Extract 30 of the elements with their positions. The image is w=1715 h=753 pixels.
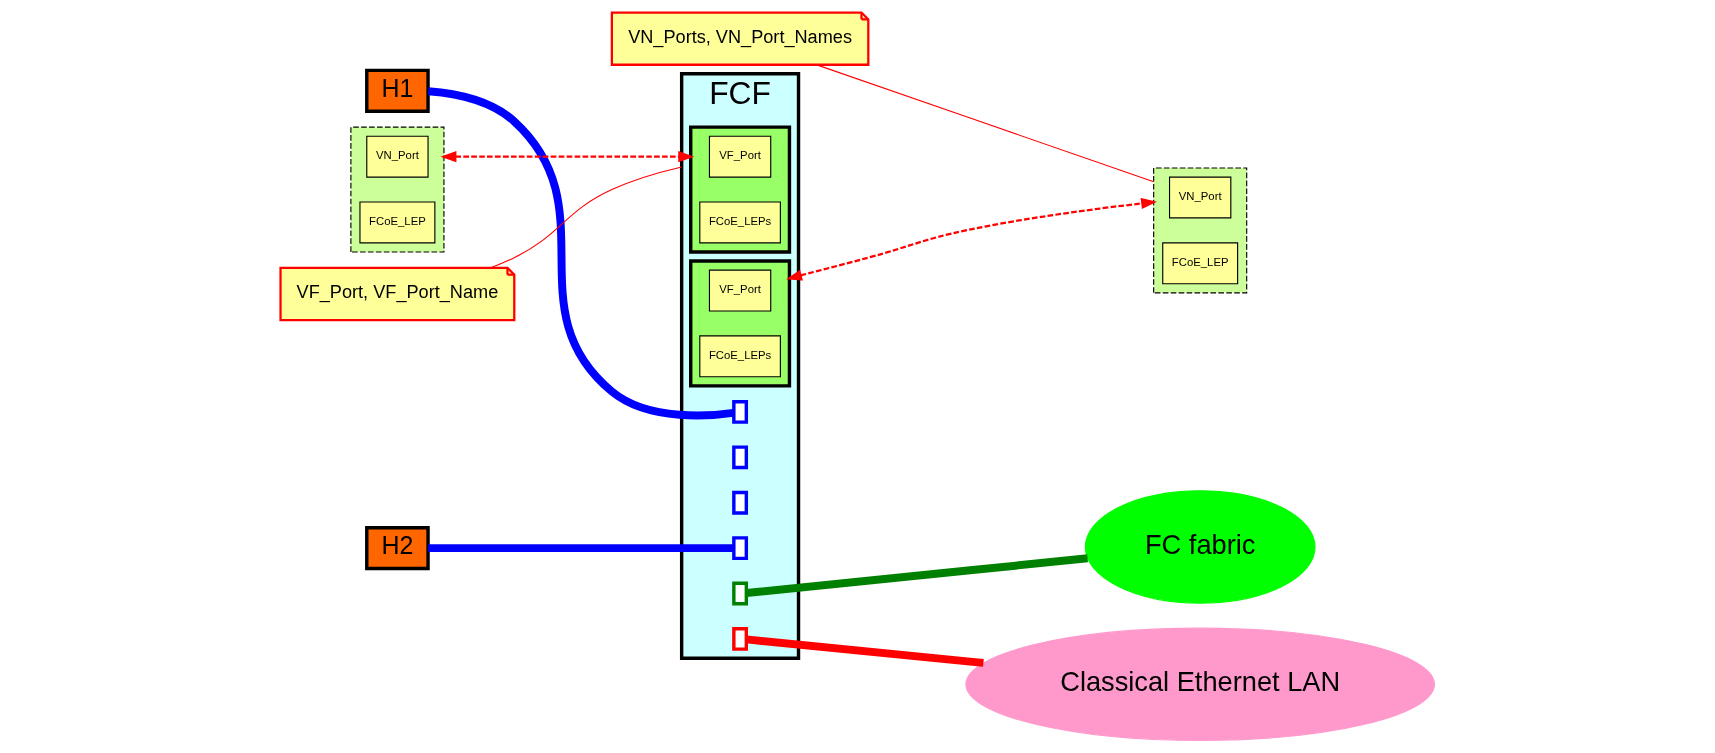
node-box [732, 626, 749, 651]
node-box: VN_Port [1169, 176, 1232, 219]
node-box: FCoE_LEP [359, 201, 436, 244]
connector [490, 166, 683, 269]
node-box: VN_Port [366, 135, 429, 178]
node-box [732, 445, 749, 470]
cluster [350, 126, 445, 253]
node-box [732, 400, 749, 424]
node-box [732, 490, 749, 515]
node-box [732, 536, 749, 561]
connector [428, 544, 734, 553]
connector [427, 87, 734, 420]
cluster [1153, 167, 1248, 294]
node-ellipse: FC fabric [1084, 490, 1316, 604]
cluster [689, 259, 792, 388]
connector [745, 635, 984, 667]
node-box: H2 [365, 526, 430, 571]
arrow [786, 197, 1158, 281]
cluster [689, 125, 792, 254]
node-box [732, 581, 749, 606]
node-box: FCoE_LEP [1162, 242, 1239, 285]
node-box: FCoE_LEPs [699, 201, 781, 244]
node-ellipse: Classical Ethernet LAN [965, 627, 1435, 741]
node-box: VF_Port [708, 135, 772, 178]
connector [745, 554, 1088, 597]
arrow [440, 151, 695, 163]
node-box: FCoE_LEPs [699, 335, 781, 378]
node-box: VF_Port [708, 269, 772, 312]
connector [816, 64, 1155, 183]
node-box: H1 [365, 68, 430, 113]
